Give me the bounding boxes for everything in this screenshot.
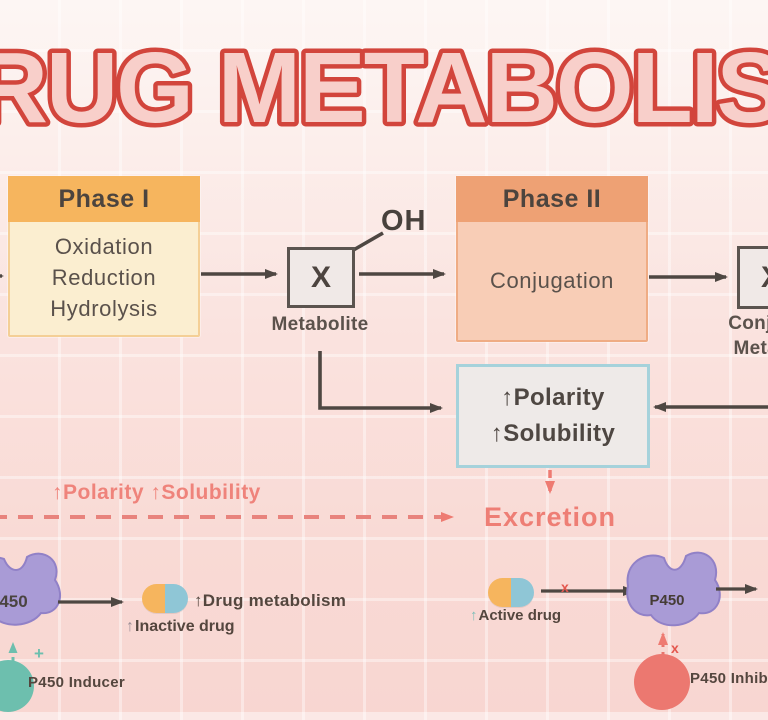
dashed-path-label: ↑Polarity ↑Solubility xyxy=(52,481,261,504)
hydroxyl-group-label: OH xyxy=(381,205,427,237)
inactive-drug-text: Inactive drug xyxy=(135,618,235,635)
solubility-line: ↑Solubility xyxy=(490,420,616,447)
p450-inducer-label: P450 Inducer xyxy=(28,674,125,691)
excretion-label: Excretion xyxy=(483,502,617,532)
phase2-header: Phase II xyxy=(456,176,648,222)
inactive-drug-caption: ↑Inactive drug xyxy=(126,618,235,636)
conjugated-caption-line1: Conjugated xyxy=(728,313,768,334)
inhibition-x-icon: x xyxy=(671,640,679,656)
oh-bond-line xyxy=(349,231,384,254)
inactive-drug-pill xyxy=(142,584,188,613)
phase1-box: Phase I Oxidation Reduction Hydrolysis xyxy=(8,176,200,337)
plus-sign: + xyxy=(34,644,44,663)
p450-enzyme-right-blob xyxy=(626,551,721,627)
conjugated-metabolite-caption: Conjugated Metabolite xyxy=(707,311,768,361)
polarity-line: ↑Polarity xyxy=(501,384,605,411)
p450-inhibitor-label: P450 Inhibitor xyxy=(690,670,768,687)
phase1-item-hydrolysis: Hydrolysis xyxy=(50,296,158,321)
p450-inhibitor-dot xyxy=(634,654,690,710)
metabolite-caption: Metabolite xyxy=(271,314,369,335)
p450-enzyme-right-label: P450 xyxy=(649,592,685,609)
pill-half-orange xyxy=(488,578,511,607)
title-banner: DRUG METABOLISM xyxy=(0,28,768,149)
pill-half-orange xyxy=(142,584,165,613)
blocked-x-icon: x xyxy=(561,579,569,595)
metabolite-symbol-box: X xyxy=(287,247,355,308)
up-arrow-icon: ↑ xyxy=(126,618,134,635)
drug-metabolism-up-label: ↑Drug metabolism xyxy=(194,591,347,610)
page-title: DRUG METABOLISM xyxy=(0,32,768,144)
p450-enzyme-left-blob xyxy=(0,552,61,626)
active-drug-text: Active drug xyxy=(478,607,562,624)
active-drug-pill xyxy=(488,578,534,607)
phase1-header: Phase I xyxy=(8,176,200,222)
pill-half-blue xyxy=(165,584,188,613)
up-arrow-icon: ↑ xyxy=(470,607,478,624)
phase1-item-oxidation: Oxidation xyxy=(54,234,154,259)
conjugated-metabolite-symbol-box: X xyxy=(737,246,768,309)
p450-inducer-dot xyxy=(0,660,34,712)
conjugated-caption-line2: Metabolite xyxy=(733,338,768,359)
arrow-metabolite-to-properties xyxy=(318,351,443,413)
pill-half-blue xyxy=(511,578,534,607)
properties-box: ↑Polarity ↑Solubility xyxy=(456,364,650,468)
phase2-reaction: Conjugation xyxy=(458,222,646,338)
phase2-item-conjugation: Conjugation xyxy=(489,267,615,293)
active-drug-caption: ↑Active drug xyxy=(470,607,561,624)
phase1-item-reduction: Reduction xyxy=(51,265,157,290)
p450-enzyme-left-label: P450 xyxy=(0,592,28,611)
phase1-reactions: Oxidation Reduction Hydrolysis xyxy=(10,222,198,333)
phase2-box: Phase II Conjugation xyxy=(456,176,648,342)
